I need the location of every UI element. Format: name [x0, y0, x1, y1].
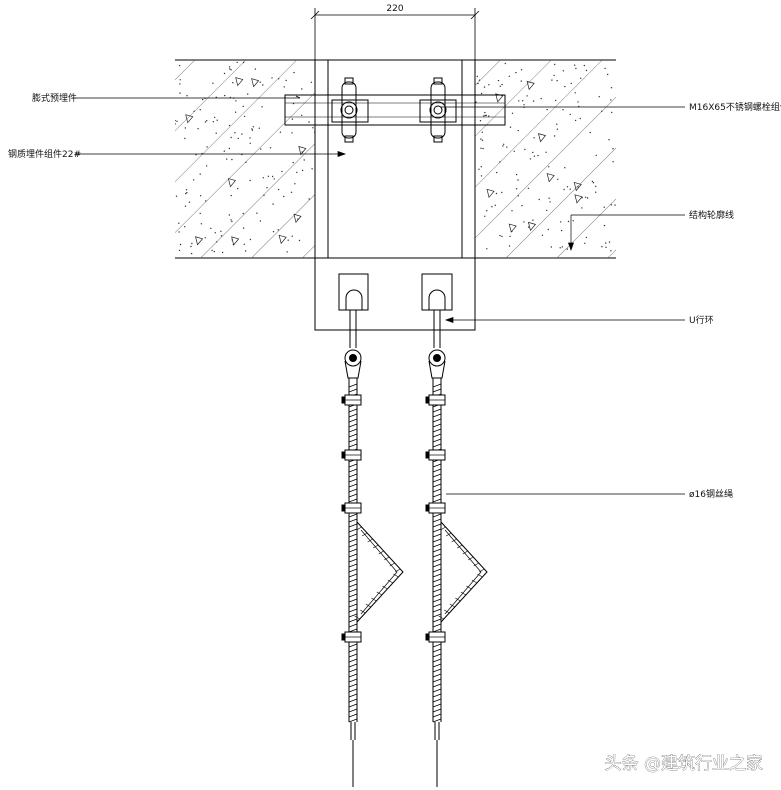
dimension-width-label: 220	[386, 4, 403, 14]
label-bolt: M16X65不锈钢螺栓组件	[689, 101, 781, 113]
u-bracket-right	[421, 273, 453, 311]
watermark: 头条 @建筑行业之家	[605, 754, 763, 774]
label-steel-channel: 钢质埋件组件22#	[8, 148, 81, 160]
dimension-line	[310, 8, 480, 60]
steel-cable-right	[425, 310, 488, 787]
u-bracket-left	[338, 273, 369, 311]
concrete-aggregate-right	[475, 62, 616, 252]
bolt-right	[419, 77, 457, 143]
steel-cable-left	[341, 310, 404, 787]
leader-lines	[72, 95, 685, 495]
label-structure-edge: 结构轮廓线	[689, 209, 734, 221]
embedded-steel-channel	[314, 60, 476, 331]
label-steel-cable: ø16钢丝绳	[689, 488, 733, 500]
label-anchor-plate: 膨式预埋件	[32, 92, 77, 104]
bolt-left	[331, 77, 369, 143]
label-u-bracket: U行环	[689, 314, 714, 326]
concrete-slab	[175, 59, 616, 259]
steel-cables	[341, 310, 488, 787]
anchor-plate	[284, 94, 506, 126]
